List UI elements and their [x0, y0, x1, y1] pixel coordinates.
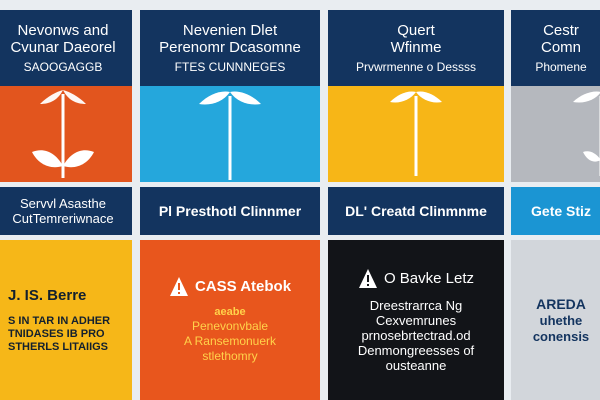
- column-1-title-line-2: Cvunar Daeorel: [10, 39, 116, 56]
- column-1-hero: [0, 86, 132, 182]
- column-3-hero: [328, 86, 504, 182]
- column-1-card[interactable]: J. IS. Berre S IN TAR IN ADHER TNIDASES …: [0, 240, 132, 400]
- column-3: Quert Wfinme Prvwrmenne o Dessss DL' Cre…: [328, 0, 504, 400]
- column-4-band-line-1: Gete Stiz: [531, 202, 591, 219]
- column-2-card-line-4: stlethomry: [202, 349, 258, 363]
- alert-triangle-icon: [358, 268, 377, 288]
- column-1-header[interactable]: Nevonws and Cvunar Daeorel SAOOGAGGB: [0, 10, 132, 86]
- column-3-card-line-3: prnosebrtectrad.od: [361, 327, 471, 343]
- column-1-card-line-2: TNIDASES IB PRO: [8, 327, 105, 340]
- column-2-band-line-1: Pl Presthotl Clinnmer: [158, 202, 302, 219]
- column-2-header[interactable]: Nevenien Dlet Perenomr Dcasomne FTES CUN…: [140, 10, 320, 86]
- column-2-card-line-3: A Ransemonuerk: [183, 334, 277, 348]
- column-3-title-line-1: Quert: [397, 22, 435, 39]
- column-3-title-line-2: Wfinme: [390, 39, 442, 56]
- column-2-card-header: CASS Atebok: [169, 276, 291, 298]
- column-3-card-line-2: Cexvemrunes: [375, 312, 457, 328]
- column-3-card[interactable]: O Bavke Letz Dreestrarrca Ng Cexvemrunes…: [328, 240, 504, 400]
- column-4: Cestr Comn Phomene Gete Stiz AREDA uheth…: [511, 0, 600, 400]
- column-1: Nevonws and Cvunar Daeorel SAOOGAGGB Ser…: [0, 0, 132, 400]
- alert-triangle-icon: [169, 277, 188, 296]
- column-2-subtitle: FTES CUNNNEGES: [174, 60, 286, 74]
- column-3-card-line-4: Denmongreesses of: [357, 342, 475, 358]
- column-2-title-line-2: Perenomr Dcasomne: [159, 39, 301, 56]
- column-2-card[interactable]: CASS Atebok aeabe Penevonvbale A Ransemo…: [140, 240, 320, 400]
- column-2-band[interactable]: Pl Presthotl Clinnmer: [140, 187, 320, 235]
- column-1-card-line-1: S IN TAR IN ADHER: [8, 314, 111, 327]
- column-4-card[interactable]: AREDA uhethe conensis: [511, 240, 600, 400]
- column-2-card-line-1: aeabe: [214, 306, 246, 318]
- plant-sprout-icon: [573, 91, 600, 176]
- column-2-card-line-2: Penevonvbale: [191, 319, 269, 333]
- column-1-title-line-1: Nevonws and: [17, 22, 109, 39]
- column-1-card-title: J. IS. Berre: [8, 286, 87, 304]
- column-4-band[interactable]: Gete Stiz: [511, 187, 600, 235]
- column-3-band-line-1: DL' Creatd Clinmnme: [345, 202, 487, 219]
- column-4-header[interactable]: Cestr Comn Phomene: [511, 10, 600, 86]
- plant-sprout-icon: [199, 91, 261, 180]
- column-3-card-header: O Bavke Letz: [358, 268, 474, 290]
- column-2: Nevenien Dlet Perenomr Dcasomne FTES CUN…: [140, 0, 320, 400]
- column-1-card-line-3: STHERLS LITAIIGS: [8, 340, 109, 353]
- column-4-card-line-1: uhethe: [539, 313, 583, 328]
- column-4-subtitle: Phomene: [535, 60, 587, 74]
- column-4-card-title: AREDA: [536, 296, 586, 312]
- plant-sprout-icon: [390, 91, 442, 176]
- column-4-title-line-1: Cestr: [543, 22, 579, 39]
- plant-sprout-icon: [32, 90, 94, 178]
- column-2-title-line-1: Nevenien Dlet: [182, 22, 278, 39]
- column-2-card-title: CASS Atebok: [194, 278, 292, 295]
- column-3-card-title: O Bavke Letz: [383, 269, 475, 287]
- column-1-band-line-2: CutTemreriwnace: [12, 211, 114, 226]
- column-4-title-line-2: Comn: [540, 39, 581, 56]
- column-3-band[interactable]: DL' Creatd Clinmnme: [328, 187, 504, 235]
- column-4-card-line-2: conensis: [532, 329, 590, 344]
- column-4-hero: [511, 86, 600, 182]
- column-1-subtitle: SAOOGAGGB: [23, 60, 103, 74]
- column-3-header[interactable]: Quert Wfinme Prvwrmenne o Dessss: [328, 10, 504, 86]
- column-1-band[interactable]: Servvl Asasthe CutTemreriwnace: [0, 187, 132, 235]
- column-2-hero: [140, 86, 320, 182]
- column-3-card-line-1: Dreestrarrca Ng: [369, 297, 463, 313]
- column-3-subtitle: Prvwrmenne o Dessss: [355, 60, 477, 74]
- column-1-band-line-1: Servvl Asasthe: [20, 196, 106, 211]
- column-3-card-line-5: ousteanne: [385, 357, 447, 373]
